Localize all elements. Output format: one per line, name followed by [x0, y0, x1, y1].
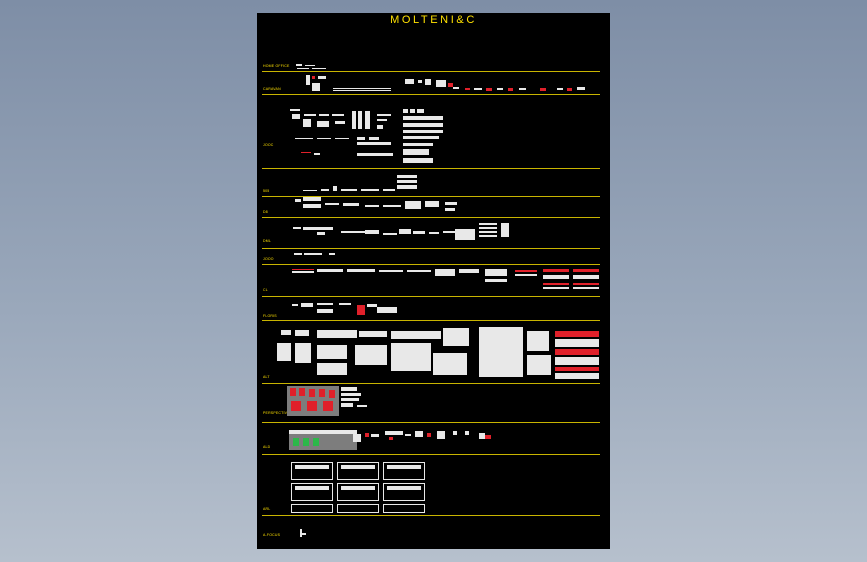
- section-divider: [262, 383, 600, 384]
- section-label-d8: D8: [263, 210, 268, 214]
- section-divider: [262, 196, 600, 197]
- section-label-dml: DML: [263, 239, 271, 243]
- section-label-505: 505: [263, 189, 270, 193]
- section-divider: [262, 217, 600, 218]
- section-divider: [262, 94, 600, 95]
- section-divider: [262, 422, 600, 423]
- section-label-jooo: JOOO: [263, 257, 274, 261]
- section-label-ald: ALD: [263, 445, 271, 449]
- section-label-jooc: JOOC: [263, 143, 274, 147]
- section-divider: [262, 168, 600, 169]
- section-label-cl: CL: [263, 288, 268, 292]
- section-label-home-office: HOME OFFICE: [263, 64, 290, 68]
- section-divider: [262, 515, 600, 516]
- section-label-arl: ARL: [263, 507, 271, 511]
- section-label-a-focus: A-FOCUS: [263, 533, 281, 537]
- section-divider: [262, 454, 600, 455]
- section-label-caravan: CARAVAN: [263, 87, 281, 91]
- section-divider: [262, 320, 600, 321]
- cad-drawing-sheet[interactable]: MOLTENI&C HOME OFFICE CARAVAN JOOC 505 D…: [257, 13, 610, 549]
- section-label-alt: ALT: [263, 375, 270, 379]
- section-divider: [262, 296, 600, 297]
- section-label-perspectiv: PERSPECTIV: [263, 411, 288, 415]
- section-divider: [262, 248, 600, 249]
- sheet-title: MOLTENI&C: [390, 14, 477, 26]
- section-label-floris: FLORIS: [263, 314, 277, 318]
- section-divider: [262, 71, 600, 72]
- section-divider: [262, 264, 600, 265]
